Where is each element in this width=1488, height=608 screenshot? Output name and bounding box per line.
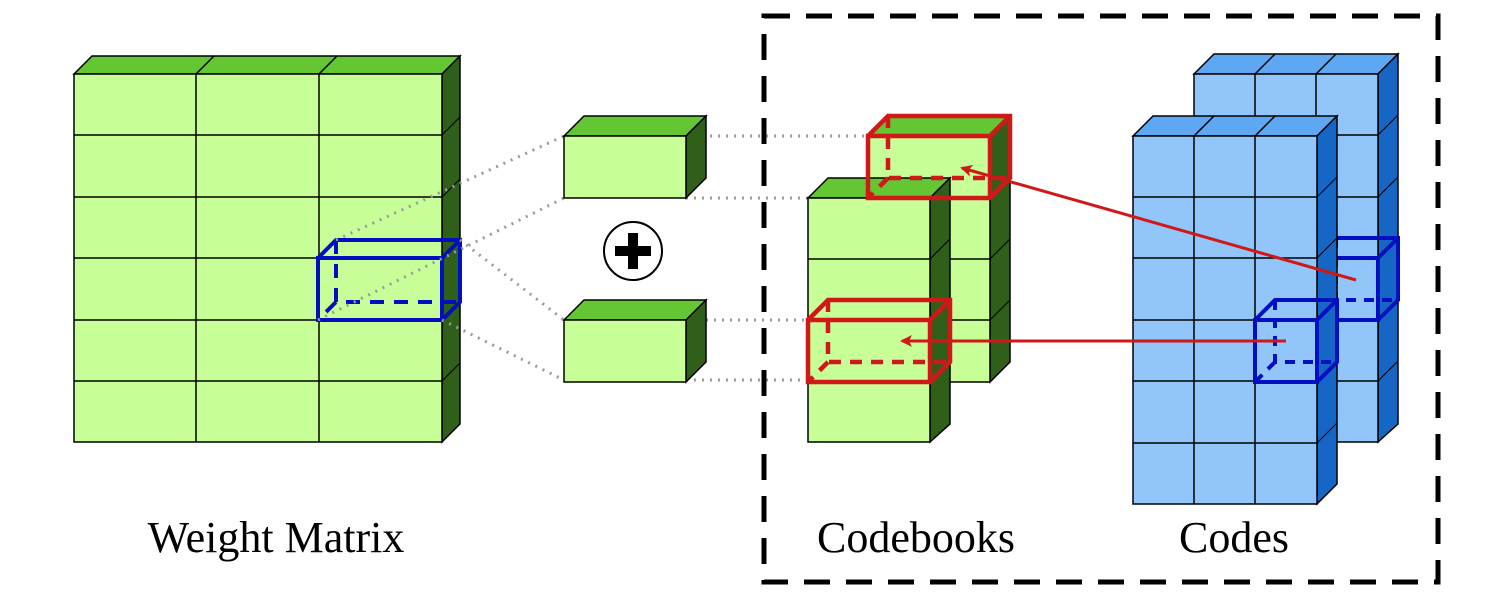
lookup-arrow-back — [960, 164, 1357, 282]
vector-block-1 — [562, 114, 708, 200]
codes-label: Codes — [1179, 513, 1289, 562]
codebook-frame — [761, 13, 1441, 585]
weight-matrix — [72, 54, 462, 444]
connector-lines — [317, 134, 868, 382]
weight-matrix-label: Weight Matrix — [148, 513, 405, 562]
vector-block-2 — [562, 298, 708, 384]
weight-matrix-top — [72, 55, 462, 75]
selected-codeword-back — [865, 113, 1013, 201]
codebooks-label: Codebooks — [817, 513, 1015, 562]
plus-circle-icon — [603, 221, 663, 281]
codes-front — [1131, 114, 1339, 506]
selected-code-front — [1253, 298, 1339, 384]
selected-codeword-front — [805, 297, 953, 385]
